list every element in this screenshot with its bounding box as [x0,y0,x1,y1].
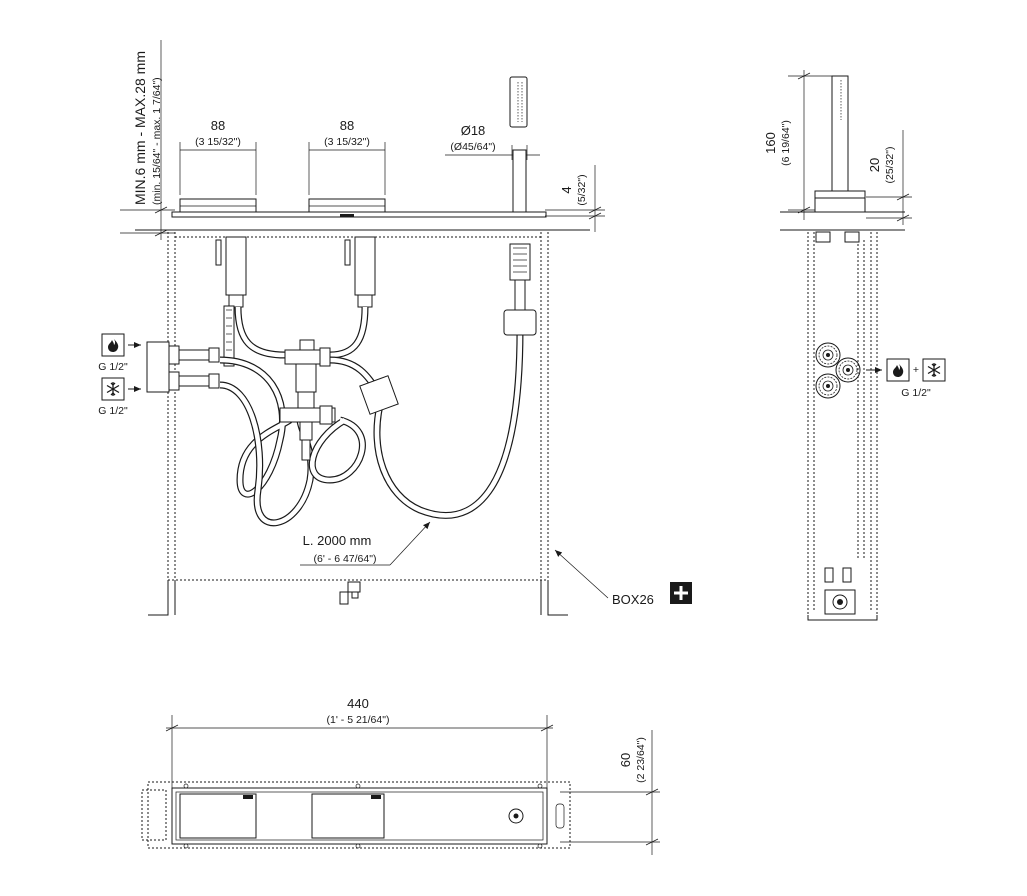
top-depth-imperial-label: (2 23/64") [635,737,647,783]
handle-1-dimension: 88 (3 15/32") [179,118,257,195]
plate-thickness-dimension: 4 (5/32") [545,165,605,232]
handle-2-dimension: 88 (3 15/32") [308,118,386,195]
hose-length-imperial-label: (6' - 6 47/64") [314,553,377,565]
handle-2-width-imperial-label: (3 15/32") [324,136,370,148]
side-base-imperial-label: (25/32") [884,147,896,184]
inlet-fittings [146,341,220,393]
side-inlet-label: G 1/2" [901,387,931,399]
front-view: MIN.6 mm - MAX.28 mm (min. 15/64" - max.… [98,40,692,616]
box-label: BOX26 [612,592,654,607]
handle-2-width-label: 88 [340,118,354,133]
plate-thickness-label: 4 [559,186,574,193]
side-inlet: + G 1/2" [866,358,946,399]
side-height-imperial-label: (6 19/64") [780,120,792,166]
diverter-manifold [279,339,336,461]
hose-length-label: L. 2000 mm [303,533,372,548]
top-width-label: 440 [347,696,369,711]
side-base-label: 20 [867,158,882,172]
shower-diameter-label: Ø18 [461,123,486,138]
side-height-dimension: 160 (6 19/64") [763,70,832,220]
depth-range-dimension: MIN.6 mm - MAX.28 mm (min. 15/64" - max.… [120,40,175,240]
cold-inlet-label: G 1/2" [98,405,128,417]
handle-1-width-label: 88 [211,118,225,133]
connection-hoses [219,306,524,527]
hot-water-inlet: G 1/2" [98,333,141,373]
top-view: 440 (1' - 5 21/64") 60 (2 23/64") [141,696,660,855]
side-height-label: 160 [763,132,778,154]
shower-hose-outlet [359,243,537,415]
side-plus-sign: + [913,364,919,376]
box-callout: BOX26 [554,549,692,607]
top-plate [141,781,571,849]
top-width-dimension: 440 (1' - 5 21/64") [165,696,554,790]
mixer-valves [215,236,376,367]
plate-thickness-imperial-label: (5/32") [576,174,588,205]
side-view: 160 (6 19/64") 20 (25/32") [763,70,946,621]
side-base-dimension: 20 (25/32") [866,130,912,225]
handle-1-width-imperial-label: (3 15/32") [195,136,241,148]
hose-weight [503,309,537,336]
top-depth-dimension: 60 (2 23/64") [560,730,660,855]
top-width-imperial-label: (1' - 5 21/64") [327,714,390,726]
installation-box [148,232,568,616]
hot-inlet-label: G 1/2" [98,361,128,373]
depth-range-imperial-label: (min. 15/64" - max. 1 7/64") [151,77,163,205]
top-depth-label: 60 [618,753,633,767]
cover-plate-assembly [135,76,590,231]
depth-range-label: MIN.6 mm - MAX.28 mm [132,51,148,205]
hand-shower-head [509,76,528,128]
side-body [780,75,905,621]
cold-water-inlet: G 1/2" [98,377,141,417]
shower-diameter-imperial-label: (Ø45/64") [450,141,495,153]
hose-length-callout: L. 2000 mm (6' - 6 47/64") [300,521,431,566]
